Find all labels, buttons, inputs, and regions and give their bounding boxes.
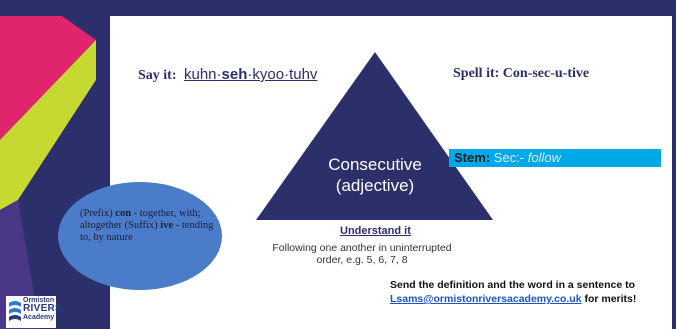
pronunciation-part-1: kuhn·	[184, 66, 222, 83]
stem-box: Stem: Sec:- follow	[449, 149, 661, 167]
email-link[interactable]: Lsams@ormistonriversacademy.co.uk	[390, 293, 582, 305]
morphology-text: (Prefix) con - together, with; altogethe…	[80, 208, 220, 244]
logo-line-1: Ormiston	[23, 297, 55, 304]
understand-heading: Understand it	[340, 225, 411, 237]
send-text: Send the definition and the word in a se…	[390, 279, 636, 291]
word-block: Consecutive (adjective)	[300, 154, 450, 196]
prefix-tag: (Prefix)	[80, 208, 113, 219]
academy-logo: Ormiston RIVERS Academy	[6, 296, 62, 328]
right-border	[672, 0, 676, 329]
stem-root: Sec:-	[493, 150, 528, 165]
logo-line-3: Academy	[23, 314, 55, 321]
say-it: Say it: kuhn·seh·kyoo·tuhv	[138, 66, 317, 84]
triangle-shape	[256, 52, 493, 220]
morphology-ellipse	[58, 182, 222, 290]
pronunciation-part-3: ·kyoo·tuhv	[247, 66, 318, 83]
pronunciation-stressed: seh	[221, 66, 248, 83]
stem-meaning: follow	[527, 150, 561, 165]
definition-text: Following one another in uninterrupted o…	[272, 242, 452, 266]
stem-label: Stem:	[454, 150, 491, 165]
word-title: Consecutive	[328, 155, 422, 174]
send-instructions: Send the definition and the word in a se…	[390, 278, 676, 306]
suffix-root: ive	[160, 220, 174, 231]
magenta-stripe	[0, 16, 96, 140]
suffix-tag: (Suffix)	[124, 220, 158, 231]
prefix-root: con	[115, 208, 132, 219]
logo-wave-icon	[9, 301, 21, 321]
lime-stripe	[0, 40, 96, 210]
say-it-label: Say it:	[138, 68, 177, 83]
pronunciation: kuhn·seh·kyoo·tuhv	[184, 66, 317, 83]
top-bar	[0, 0, 676, 16]
suffix-meaning: - tending to, by nature	[80, 220, 214, 243]
logo-text: Ormiston RIVERS Academy	[23, 296, 62, 321]
spell-it: Spell it: Con-sec-u-tive	[453, 66, 590, 81]
stem-value: Sec:- follow	[494, 150, 561, 165]
prefix-meaning: - together, with; altogether	[80, 208, 201, 231]
word-class: (adjective)	[335, 176, 415, 195]
send-suffix: for merits!	[581, 293, 637, 305]
logo-line-2: RIVERS	[23, 303, 63, 314]
